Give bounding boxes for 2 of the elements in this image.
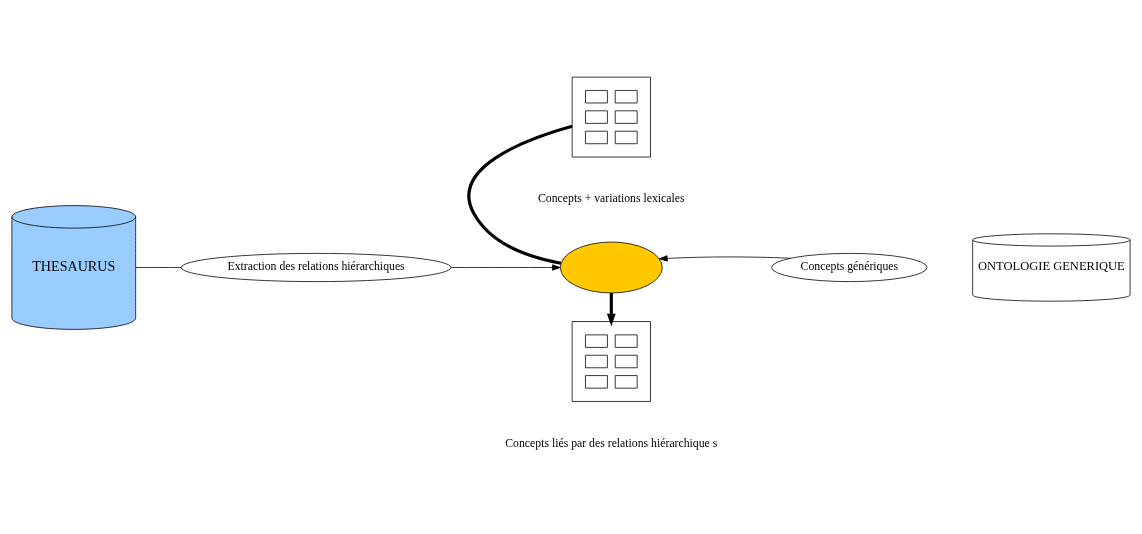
node-label: Concepts liés par des relations hiérarchique s [505,436,718,450]
node-label: Concepts + variations lexicales [538,191,685,205]
